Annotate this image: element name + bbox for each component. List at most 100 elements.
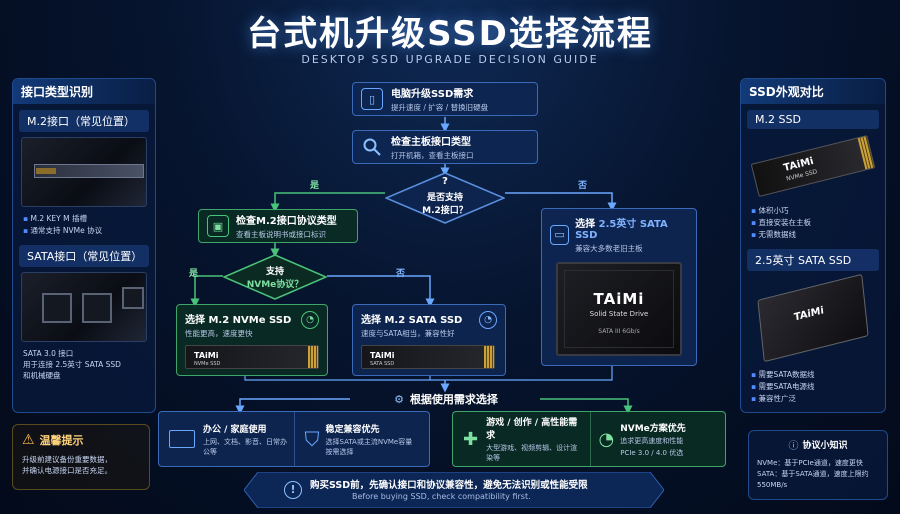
flow-start-node: ▯ 电脑升级SSD需求 提升速度 / 扩容 / 替换旧硬盘 <box>352 82 538 116</box>
need-nvme-sub: 追求更高速度和性能 <box>620 436 684 445</box>
tips-title: 温馨提示 <box>39 434 84 447</box>
m2-ssd-bullet: 直接安装在主板 <box>751 217 875 229</box>
sata25-bullet: 需要SATA数据线 <box>751 369 875 381</box>
flow-check-protocol-title: 检查M.2接口协议类型 <box>236 216 337 227</box>
pick-25-card: ▭ 选择 2.5英寸 SATA SSD 兼容大多数老旧主板 TAiMi Soli… <box>541 208 697 366</box>
tips-text: 升级前建议备份重要数据， 并确认电源接口是否充足。 <box>22 454 140 476</box>
sata-bullet: 用于连接 2.5英寸 SATA SSD <box>23 360 121 369</box>
drive-icon: ▭ <box>550 224 570 245</box>
sata25-bullet: 兼容性广泛 <box>751 393 875 405</box>
knowledge-line: NVMe：基于PCIe通道，速度更快 <box>757 459 863 467</box>
needs-right-group: ✚ 游戏 / 创作 / 高性能需求 大型游戏、视频剪辑、设计渲染等 ◔ NVMe… <box>452 411 726 467</box>
m2sata-ssd-model: SATA SSD <box>370 361 395 367</box>
needs-header-text: 根据使用需求选择 <box>409 393 498 406</box>
need-gaming-title: 游戏 / 创作 / 高性能需求 <box>486 418 578 441</box>
page-subtitle: DESKTOP SSD UPGRADE DECISION GUIDE <box>301 53 599 66</box>
pick-m2sata-card: 选择 M.2 SATA SSD 速度与SATA相当，兼容性好 ◔ TAiMi S… <box>352 304 506 376</box>
interface-panel: 接口类型识别 M.2接口（常见位置） M.2 KEY M 插槽 通常支持 NVM… <box>12 78 156 413</box>
chip-icon: ▣ <box>207 215 229 237</box>
sata25-brand: TAiMi <box>793 305 825 324</box>
sata25-drive-image: TAiMi Solid State Drive SATA III 6Gb/s <box>556 262 682 356</box>
knowledge-text: NVMe：基于PCIe通道，速度更快 SATA：基于SATA通道，速度上限约 5… <box>757 458 879 491</box>
nvme-ssd-image: TAiMi NVMe SSD <box>185 345 319 369</box>
m2-ssd-heading: M.2 SSD <box>747 110 879 129</box>
appearance-panel-title: SSD外观对比 <box>741 79 885 104</box>
flow-start-title: 电脑升级SSD需求 <box>391 89 474 100</box>
flow-check-board-sub: 打开机箱，查看主板接口 <box>391 151 474 160</box>
alert-icon: ! <box>284 481 302 499</box>
speed-gauge-icon: ◔ <box>479 311 497 329</box>
m2sata-ssd-brand: TAiMi <box>370 351 395 360</box>
m2-ssd-bullet: 无需数据线 <box>751 229 875 241</box>
speed-gauge-icon: ◔ <box>301 311 319 329</box>
footer-main: 购买SSD前，先确认接口和协议兼容性，避免无法识别或性能受限 <box>310 480 588 491</box>
pick-nvme-sub: 性能更高，速度更快 <box>185 329 253 338</box>
knowledge-title: 协议小知识 <box>802 441 848 451</box>
info-icon: ⓘ <box>788 441 799 452</box>
m2-bullet: 通常支持 NVMe 协议 <box>23 225 145 237</box>
flow-check-protocol-node: ▣ 检查M.2接口协议类型 查看主板说明书或接口标识 <box>198 209 358 243</box>
m2-heading: M.2接口（常见位置） <box>19 110 149 132</box>
m2sata-ssd-image: TAiMi SATA SSD <box>361 345 495 369</box>
tips-line: 并确认电源接口是否充足。 <box>22 466 112 475</box>
sata-port-photo <box>21 272 147 342</box>
need-stable: ⛉ 稳定兼容优先 选择SATA或主流NVMe容量按需选择 <box>295 412 430 466</box>
nvme-ssd-model: NVMe SSD <box>194 361 221 367</box>
sata-bullet: 和机械硬盘 <box>23 371 61 380</box>
m2-yes-label: 是 <box>310 181 320 191</box>
decision-nvme-title: 支持 <box>265 267 284 277</box>
need-nvme-pref: ◔ NVMe方案优先 追求更高速度和性能 PCIe 3.0 / 4.0 优选 <box>591 412 726 466</box>
need-office-title: 办公 / 家庭使用 <box>203 424 267 435</box>
needs-left-group: 办公 / 家庭使用 上网、文档、影音、日常办公等 ⛉ 稳定兼容优先 选择SATA… <box>158 411 430 467</box>
sata-bullet: SATA 3.0 接口 <box>23 349 74 358</box>
decision-nvme-title2: NVMe协议？ <box>246 280 304 290</box>
m2-bullet: M.2 KEY M 插槽 <box>23 213 145 225</box>
need-nvme-sub2: PCIe 3.0 / 4.0 优选 <box>620 448 684 457</box>
tips-line: 升级前建议备份重要数据， <box>22 455 112 464</box>
sata25-bullet: 需要SATA电源线 <box>751 381 875 393</box>
knowledge-panel: ⓘ 协议小知识 NVMe：基于PCIe通道，速度更快 SATA：基于SATA通道… <box>748 430 888 500</box>
gamepad-icon: ✚ <box>463 428 479 450</box>
sata25-ssd-image: TAiMi <box>747 273 879 365</box>
shield-check-icon: ⛉ <box>304 427 320 451</box>
nvme-ssd-brand: TAiMi <box>194 351 219 360</box>
flow-start-sub: 提升速度 / 扩容 / 替换旧硬盘 <box>391 103 489 112</box>
flow-check-protocol-sub: 查看主板说明书或接口标识 <box>236 230 326 239</box>
page-title: 台式机升级SSD选择流程 <box>247 14 653 54</box>
sata25-drive-spec: SATA III 6Gb/s <box>598 328 640 335</box>
need-office: 办公 / 家庭使用 上网、文档、影音、日常办公等 <box>159 412 295 466</box>
sata25-drive-brand: TAiMi <box>593 290 645 308</box>
knowledge-line: 550MB/s <box>757 481 788 489</box>
sata25-drive-model: Solid State Drive <box>589 310 649 318</box>
laptop-icon <box>169 430 195 448</box>
question-icon: ? <box>442 176 448 187</box>
nvme-no-label: 否 <box>396 269 406 279</box>
pick-25-title-prefix: 选择 <box>575 219 599 230</box>
search-icon <box>361 136 383 158</box>
gear-icon: ⚙ <box>394 392 404 406</box>
m2-ssd-bullet: 体积小巧 <box>751 205 875 217</box>
need-nvme-title: NVMe方案优先 <box>620 423 686 434</box>
decision-m2-diamond: ? 是否支持 M.2接口？ <box>385 172 505 224</box>
sata25-bullets: 需要SATA数据线 需要SATA电源线 兼容性广泛 <box>751 369 875 405</box>
m2-ssd-bullets: 体积小巧 直接安装在主板 无需数据线 <box>751 205 875 241</box>
speedometer-icon: ◔ <box>598 428 615 450</box>
m2-bullets: M.2 KEY M 插槽 通常支持 NVMe 协议 <box>23 213 145 237</box>
pick-m2sata-title: 选择 M.2 SATA SSD <box>361 315 463 326</box>
decision-m2-title: 是否支持 <box>426 193 463 203</box>
need-stable-title: 稳定兼容优先 <box>325 424 380 435</box>
m2-slot-photo <box>21 137 147 207</box>
pick-nvme-card: 选择 M.2 NVMe SSD 性能更高，速度更快 ◔ TAiMi NVMe S… <box>176 304 328 376</box>
m2-no-label: 否 <box>578 181 588 191</box>
interface-panel-title: 接口类型识别 <box>13 79 155 104</box>
pick-m2sata-sub: 速度与SATA相当，兼容性好 <box>361 329 455 338</box>
decision-m2-title2: M.2接口？ <box>422 206 468 216</box>
sata-heading: SATA接口（常见位置） <box>19 245 149 267</box>
pick-25-title-highlight: 2.5英寸 SATA SSD <box>575 219 668 241</box>
flow-check-board-title: 检查主板接口类型 <box>391 137 471 148</box>
tips-panel: ⚠ 温馨提示 升级前建议备份重要数据， 并确认电源接口是否充足。 <box>12 424 150 490</box>
sata-notes: SATA 3.0 接口 用于连接 2.5英寸 SATA SSD 和机械硬盘 <box>23 348 145 381</box>
sata25-heading: 2.5英寸 SATA SSD <box>747 249 879 271</box>
appearance-panel: SSD外观对比 M.2 SSD TAiMi NVMe SSD 体积小巧 直接安装… <box>740 78 886 413</box>
